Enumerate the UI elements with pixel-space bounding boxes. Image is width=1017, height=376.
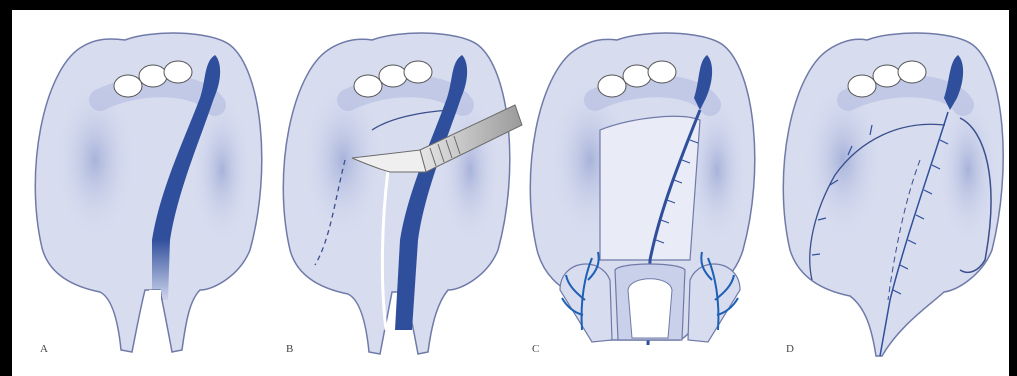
incisor-tooth: [404, 61, 432, 83]
panel-label-b: B: [286, 343, 293, 355]
panel-d: [783, 33, 1003, 356]
panel-label-d: D: [786, 343, 794, 355]
incisor-tooth: [848, 75, 876, 97]
panel-b: [283, 33, 522, 354]
incisor-tooth: [648, 61, 676, 83]
uvula-inner: [628, 279, 672, 338]
incisor-tooth: [598, 75, 626, 97]
panel-c: [530, 33, 755, 345]
incisor-tooth: [354, 75, 382, 97]
incisor-tooth: [873, 65, 901, 87]
panel-label-c: C: [532, 343, 539, 355]
panel-a: [35, 33, 262, 352]
incisor-tooth: [379, 65, 407, 87]
incisor-tooth: [114, 75, 142, 97]
incisor-tooth: [623, 65, 651, 87]
raised-flap-area: [600, 116, 700, 260]
panel-label-a: A: [40, 343, 48, 355]
incisor-tooth: [139, 65, 167, 87]
incisor-tooth: [898, 61, 926, 83]
incisor-tooth: [164, 61, 192, 83]
